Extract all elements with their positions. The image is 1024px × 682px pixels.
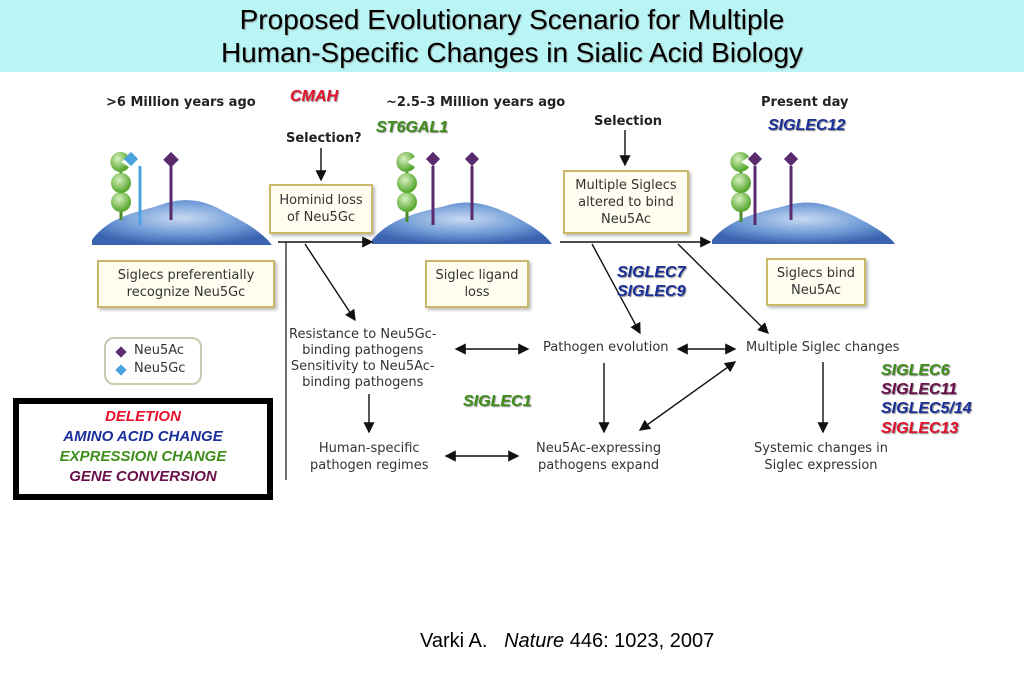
sialic-acid-legend: Neu5Ac Neu5Gc xyxy=(104,337,202,385)
key-amino-acid-change: AMINO ACID CHANGE xyxy=(63,428,223,445)
label-pathogen-evolution: Pathogen evolution xyxy=(543,340,669,355)
box-siglecs-bind-line-2: Neu5Ac xyxy=(790,283,842,298)
label-systemic-changes-line-1: Systemic changes in xyxy=(754,441,888,456)
box-multiple-siglecs-altered-line-2: altered to bind xyxy=(578,194,674,210)
siglec-receptor-3 xyxy=(730,151,799,225)
cell-surface-2 xyxy=(372,202,552,244)
label-systemic-changes: Systemic changes in Siglec expression xyxy=(754,440,888,474)
key-expression-change: EXPRESSION CHANGE xyxy=(59,448,227,465)
box-siglecs-prefer-line-1: Siglecs preferentially xyxy=(117,268,255,283)
label-neu5ac-expressing-line-1: Neu5Ac-expressing xyxy=(536,441,662,456)
title-line-2: Human-Specific Changes in Sialic Acid Bi… xyxy=(220,37,804,68)
selection-label-2: Selection xyxy=(594,114,663,129)
box-siglecs-prefer: Siglecs preferentially recognize Neu5Gc xyxy=(97,260,275,308)
gene-siglec1: SIGLEC1 xyxy=(463,393,532,410)
label-systemic-changes-line-2: Siglec expression xyxy=(764,458,878,473)
label-resistance-line-1: Resistance to Neu5Gc- xyxy=(289,327,437,342)
label-multiple-siglec-changes: Multiple Siglec changes xyxy=(746,340,900,355)
gene-siglec9: SIGLEC9 xyxy=(617,283,686,300)
box-siglec-ligand-loss: Siglec ligand loss xyxy=(425,260,529,308)
cell-surface-1 xyxy=(92,200,272,245)
title-bar xyxy=(0,0,1024,72)
box-siglec-ligand-loss-line-2: loss xyxy=(464,285,490,300)
citation-ref: 446: 1023, 2007 xyxy=(569,630,715,652)
box-multiple-siglecs-altered-line-1: Multiple Siglecs xyxy=(575,177,677,193)
box-hominid-loss-line-2: of Neu5Gc xyxy=(286,210,356,225)
gene-st6gal1: ST6GAL1 xyxy=(376,119,449,136)
selection-label-1: Selection? xyxy=(286,131,362,146)
legend-neu5gc-label: Neu5Gc xyxy=(134,361,186,376)
title-line-1: Proposed Evolutionary Scenario for Multi… xyxy=(239,4,785,35)
citation: Varki A. Nature 446: 1023, 2007 xyxy=(420,630,714,653)
box-hominid-loss-line-1: Hominid loss xyxy=(279,193,363,208)
gene-siglec13: SIGLEC13 xyxy=(881,420,959,437)
label-human-specific-line-1: Human-specific xyxy=(318,441,420,456)
siglec-receptor-2 xyxy=(396,151,480,225)
citation-author: Varki A. xyxy=(420,630,488,652)
gene-siglec5-14: SIGLEC5/14 xyxy=(881,400,972,417)
cell-surface-3 xyxy=(712,202,895,244)
legend-neu5ac-label: Neu5Ac xyxy=(134,343,185,358)
label-resistance: Resistance to Neu5Gc- binding pathogens … xyxy=(289,327,437,391)
key-gene-conversion: GENE CONVERSION xyxy=(69,468,217,485)
label-neu5ac-expressing: Neu5Ac-expressing pathogens expand xyxy=(536,440,661,474)
box-siglecs-bind-line-1: Siglecs bind xyxy=(776,266,856,281)
label-resistance-line-4: binding pathogens xyxy=(302,375,424,390)
key-deletion: DELETION xyxy=(105,408,181,425)
gene-siglec12: SIGLEC12 xyxy=(768,117,846,134)
label-human-specific-line-2: pathogen regimes xyxy=(310,458,429,473)
gene-cmah: CMAH xyxy=(290,88,338,105)
box-siglecs-prefer-line-2: recognize Neu5Gc xyxy=(126,285,246,300)
box-siglec-ligand-loss-line-1: Siglec ligand xyxy=(435,268,519,283)
box-siglecs-bind: Siglecs bind Neu5Ac xyxy=(766,258,866,306)
gene-siglec7: SIGLEC7 xyxy=(617,264,686,281)
box-multiple-siglecs-altered: Multiple Siglecs altered to bind Neu5Ac xyxy=(563,170,689,234)
label-human-specific: Human-specific pathogen regimes xyxy=(310,440,429,474)
siglec-receptor-1 xyxy=(110,151,179,225)
label-neu5ac-expressing-line-2: pathogens expand xyxy=(538,458,660,473)
label-resistance-line-3: Sensitivity to Neu5Ac- xyxy=(290,359,435,374)
label-resistance-line-2: binding pathogens xyxy=(302,343,424,358)
neu5gc-diamond-icon xyxy=(115,364,127,376)
citation-journal: Nature xyxy=(504,630,565,652)
gene-siglec6: SIGLEC6 xyxy=(881,362,950,379)
change-type-key: DELETION AMINO ACID CHANGE EXPRESSION CH… xyxy=(13,398,273,500)
era-label-middle: ~2.5–3 Million years ago xyxy=(386,95,566,110)
era-label-past: >6 Million years ago xyxy=(106,95,256,110)
box-multiple-siglecs-altered-line-3: Neu5Ac xyxy=(600,211,652,227)
box-hominid-loss: Hominid loss of Neu5Gc xyxy=(269,184,373,234)
era-label-present: Present day xyxy=(761,95,849,110)
gene-siglec11: SIGLEC11 xyxy=(881,381,958,398)
neu5ac-diamond-icon xyxy=(115,346,127,358)
